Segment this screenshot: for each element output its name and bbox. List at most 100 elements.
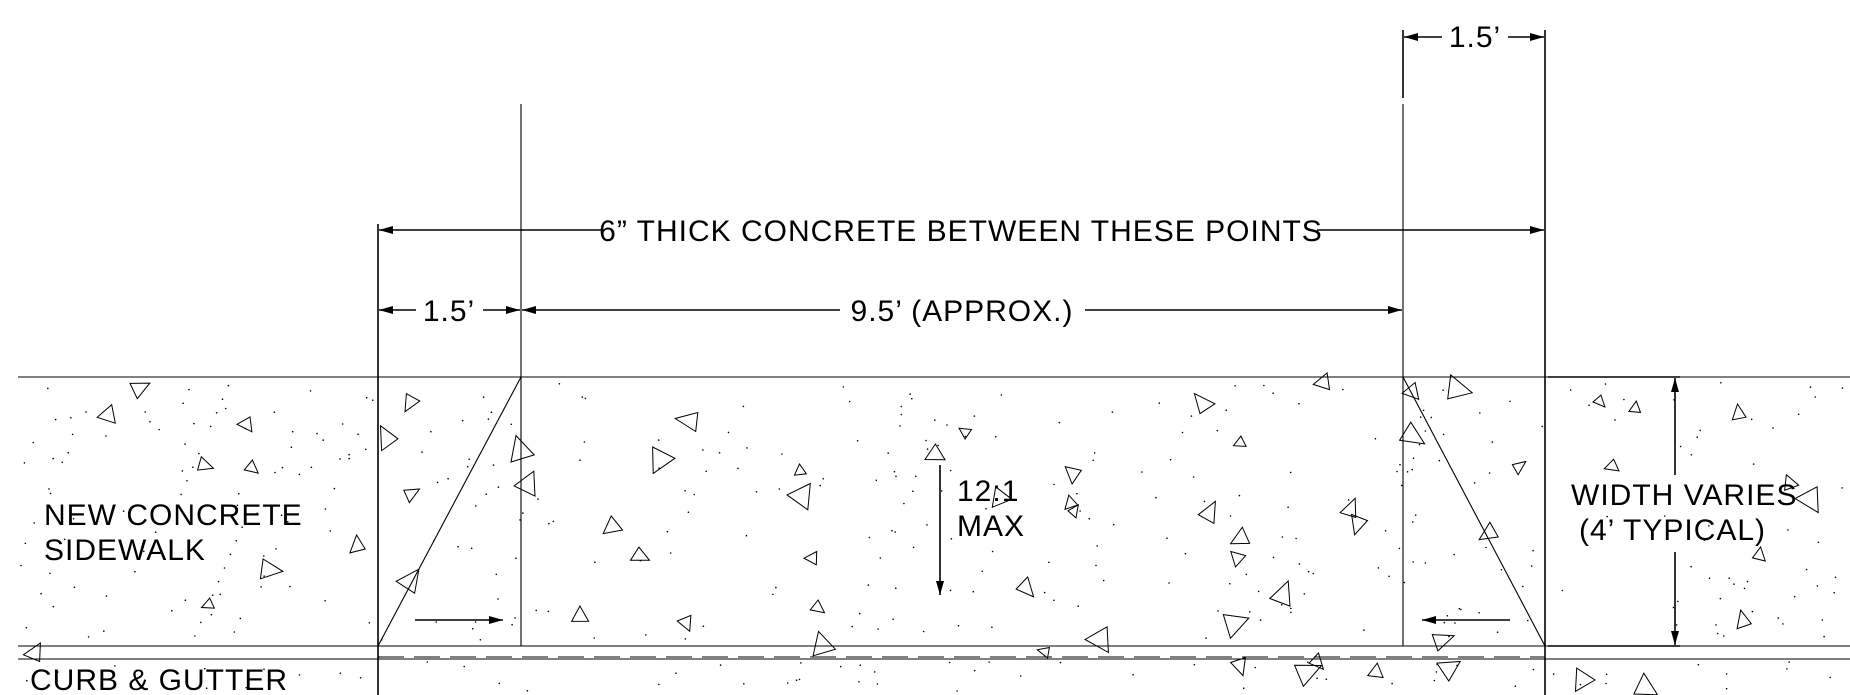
stipple-dot (552, 520, 555, 523)
aggregate-mark (1398, 421, 1426, 445)
stipple-dot (583, 441, 586, 443)
stipple-dot (900, 405, 903, 408)
stipple-dot (134, 570, 136, 573)
stipple-dot (988, 661, 990, 663)
width-label-line2: (4’ TYPICAL) (1579, 514, 1766, 547)
aggregate-mark (1731, 402, 1747, 421)
stipple-dot (1088, 517, 1091, 520)
stipple-dot (1728, 577, 1730, 579)
stipple-dot (1478, 612, 1480, 614)
stipple-dot (593, 637, 595, 639)
stipple-dot (1411, 468, 1413, 471)
stipple-dot (114, 665, 116, 667)
stipple-dot (1079, 510, 1081, 512)
stipple-dot (247, 676, 249, 678)
stipple-dot (339, 458, 341, 460)
stipple-dot (194, 635, 196, 637)
stipple-dot (1841, 387, 1844, 389)
stipple-dot (1092, 459, 1094, 462)
aggregate-mark (1366, 662, 1384, 679)
aggregate-mark (570, 604, 590, 622)
aggregate-mark (1574, 667, 1596, 693)
stipple-dot (894, 531, 896, 533)
stipple-dot (236, 504, 239, 507)
stipple-dot (188, 388, 190, 391)
stipple-dot (1522, 585, 1524, 588)
stipple-dot (158, 428, 160, 431)
stipple-dot (324, 508, 327, 510)
stipple-dot (1588, 404, 1590, 407)
stipple-dot (887, 452, 889, 454)
stipple-dot (1095, 564, 1097, 567)
stipple-dot (693, 493, 696, 496)
stipple-dot (1193, 663, 1196, 666)
stipple-dot (1400, 484, 1403, 487)
stipple-dot (1699, 429, 1701, 432)
stipple-dot (1312, 572, 1314, 575)
stipple-dot (1298, 402, 1300, 405)
stipple-dot (1438, 459, 1441, 462)
stipple-dot (535, 609, 537, 612)
stipple-dot (666, 530, 669, 533)
center-dim-label: 9.5’ (APPROX.) (851, 295, 1074, 328)
aggregate-mark (1083, 625, 1109, 654)
stipple-dot (547, 610, 550, 613)
stipple-dot (1289, 471, 1292, 474)
stipple-dot (73, 586, 76, 588)
stipple-dot (1272, 556, 1275, 559)
stipple-dot (466, 465, 469, 468)
width-label-line1: WIDTH VARIES (1571, 479, 1797, 512)
stipple-dot (702, 625, 705, 627)
stipple-dot (286, 520, 289, 523)
stipple-dot (61, 461, 64, 464)
stipple-dot (1403, 581, 1406, 584)
stipple-dot (103, 630, 105, 632)
stipple-dot (1672, 606, 1675, 609)
stipple-dot (1229, 582, 1231, 585)
stipple-dot (275, 548, 277, 550)
stipple-dot (26, 679, 28, 682)
stipple-dot (875, 479, 878, 482)
stipple-dot (357, 433, 359, 436)
stipple-dot (1257, 590, 1260, 593)
aggregate-mark (1064, 466, 1083, 486)
stipple-dot (1216, 429, 1219, 432)
stipple-dot (1829, 676, 1831, 679)
stipple-dot (1725, 687, 1728, 690)
stipple-dot (298, 674, 301, 676)
stipple-dot (934, 419, 936, 421)
stipple-dot (1280, 603, 1283, 606)
stipple-dot (657, 439, 660, 441)
stipple-dot (1190, 415, 1193, 417)
stipple-dot (52, 605, 55, 608)
aggregate-mark (1229, 656, 1247, 677)
stipple-dot (742, 405, 745, 408)
stipple-dot (204, 667, 206, 670)
stipple-dot (192, 466, 194, 469)
stipple-dot (981, 570, 983, 573)
stipple-dot (457, 545, 459, 548)
stipple-dot (745, 534, 748, 537)
stipple-dot (24, 542, 27, 545)
aggregate-mark (243, 459, 260, 474)
stipple-dot (925, 439, 927, 442)
stipple-dot (1077, 605, 1079, 607)
aggregate-mark (1067, 503, 1079, 519)
stipple-dot (1752, 463, 1755, 465)
stipple-dot (645, 634, 647, 636)
stipple-dot (900, 413, 903, 416)
stipple-dot (1158, 402, 1161, 404)
stipple-dot (581, 396, 584, 398)
stipple-dot (154, 531, 157, 533)
stipple-dot (772, 593, 774, 596)
aggregate-mark (395, 568, 420, 595)
stipple-dot (348, 457, 351, 460)
stipple-dot (1491, 441, 1494, 443)
stipple-dot (1141, 471, 1143, 473)
stipple-dot (1696, 436, 1698, 439)
stipple-dot (1242, 687, 1245, 689)
stipple-dot (1181, 431, 1184, 434)
stipple-dot (495, 573, 498, 576)
stipple-dot (365, 396, 368, 399)
stipple-dot (519, 519, 521, 521)
